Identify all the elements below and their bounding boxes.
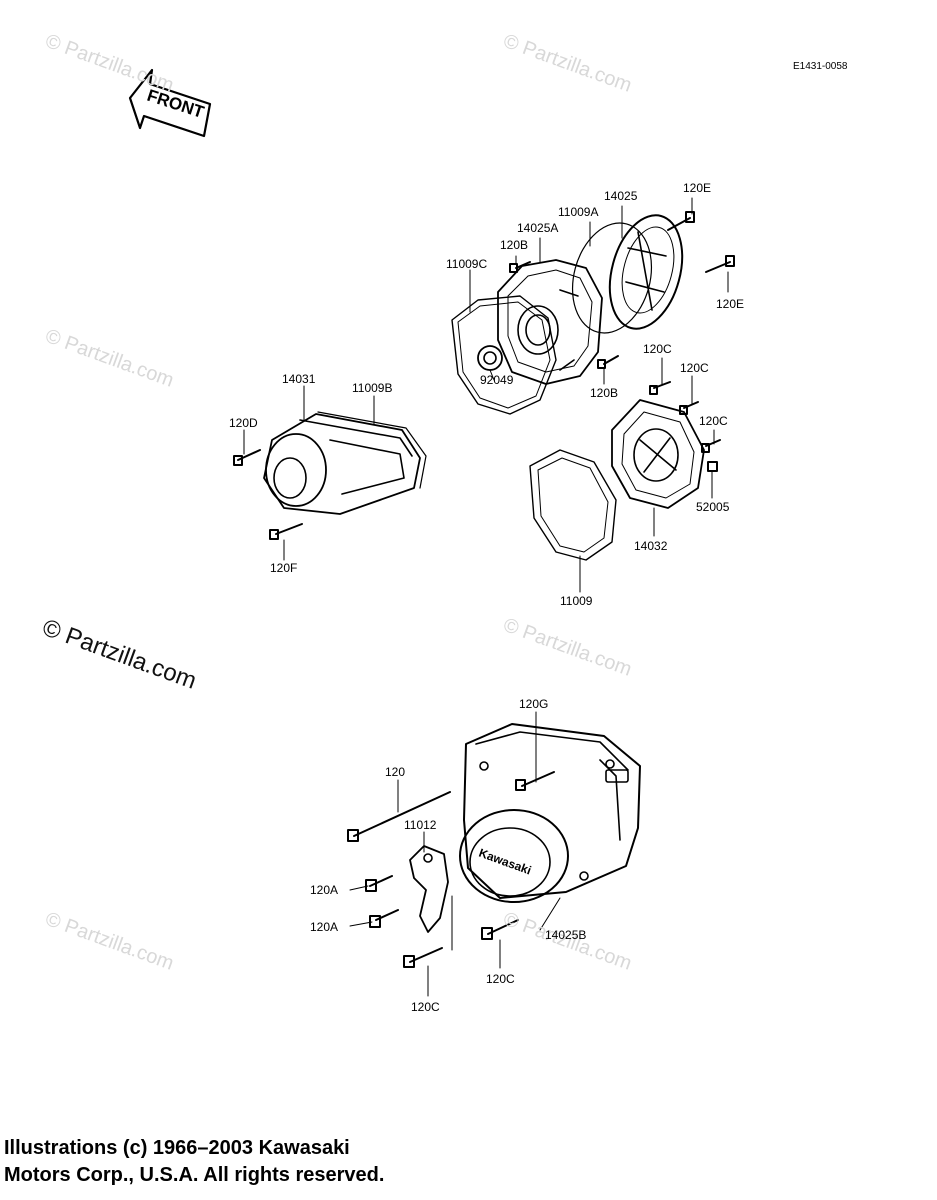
gasket-11009c (451, 295, 557, 415)
label-120e-top: 120E (683, 181, 712, 195)
label-120: 120 (385, 765, 406, 779)
cover-14025b: Kawasaki (459, 723, 641, 903)
cover-14031 (263, 413, 421, 515)
gasket-11009b (317, 411, 427, 489)
label-11009: 11009 (560, 594, 593, 608)
label-14025a: 14025A (517, 221, 559, 235)
footer-line-1: Illustrations (c) 1966–2003 Kawasaki (4, 1137, 350, 1159)
label-11012: 11012 (404, 818, 437, 832)
label-120f: 120F (270, 561, 298, 575)
label-14032: 14032 (634, 539, 668, 553)
label-120d: 120D (229, 416, 258, 430)
label-11009b: 11009B (352, 381, 393, 395)
label-120b-top: 120B (500, 238, 529, 252)
label-120g: 120G (519, 697, 549, 711)
label-120a-1: 120A (310, 883, 339, 897)
label-120c-4: 120C (486, 972, 515, 986)
label-11009c: 11009C (446, 257, 488, 271)
label-120c-3: 120C (699, 414, 728, 428)
label-120c-5: 120C (411, 1000, 440, 1014)
label-11009a: 11009A (558, 205, 599, 219)
label-120c-1: 120C (643, 342, 672, 356)
gasket-11009 (529, 449, 617, 561)
diagram-code: E1431-0058 (793, 61, 848, 72)
label-92049: 92049 (480, 373, 514, 387)
cap-14025 (608, 214, 684, 330)
label-120a-2: 120A (310, 920, 339, 934)
cover-14032 (611, 399, 705, 509)
bracket-11012 (409, 845, 449, 933)
label-120c-2: 120C (680, 361, 709, 375)
oil-seal-92049 (477, 345, 503, 371)
cover-14025a (497, 259, 603, 385)
label-52005: 52005 (696, 500, 730, 514)
o-ring-11009a (571, 222, 653, 334)
footer-line-2: Motors Corp., U.S.A. All rights reserved… (4, 1164, 385, 1186)
leader-lines (243, 197, 729, 997)
label-120e-right: 120E (716, 297, 745, 311)
label-120b-mid: 120B (590, 386, 619, 400)
bolt-icons (233, 211, 735, 968)
kawasaki-badge-text: Kawasaki (477, 846, 533, 878)
label-14025: 14025 (604, 189, 638, 203)
label-14025b: 14025B (545, 928, 587, 942)
label-14031: 14031 (282, 372, 316, 386)
